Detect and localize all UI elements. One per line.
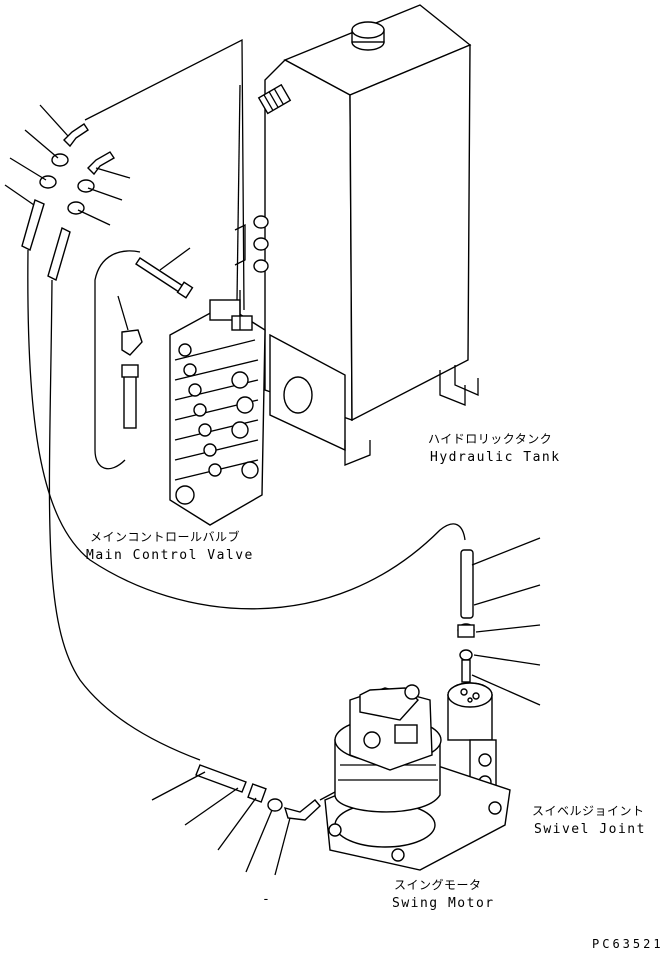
upper-left-fittings — [4, 104, 194, 429]
hoses — [27, 249, 466, 761]
swing-motor-en-label: Swing Motor — [392, 896, 495, 911]
swivel-joint-en-label: Swivel Joint — [534, 822, 646, 837]
dash-label: - — [262, 892, 272, 907]
swing-motor-jp-label: スイングモータ — [394, 878, 482, 892]
swing-motor — [324, 684, 511, 871]
bottom-fittings — [151, 764, 336, 876]
hydraulic-tank — [253, 4, 479, 466]
drawing-code: PC63521 — [592, 937, 664, 951]
hydraulic-tank-en-label: Hydraulic Tank — [430, 450, 561, 465]
mounting-frame — [84, 38, 246, 311]
main-control-valve-en-label: Main Control Valve — [86, 548, 254, 563]
main-control-valve — [169, 299, 266, 526]
swivel-joint-jp-label: スイベルジョイント — [532, 804, 645, 818]
hydraulic-tank-jp-label: ハイドロリックタンク — [428, 432, 553, 446]
swivel-line-fittings — [457, 537, 541, 706]
main-control-valve-jp-label: メインコントロールバルブ — [90, 530, 241, 544]
